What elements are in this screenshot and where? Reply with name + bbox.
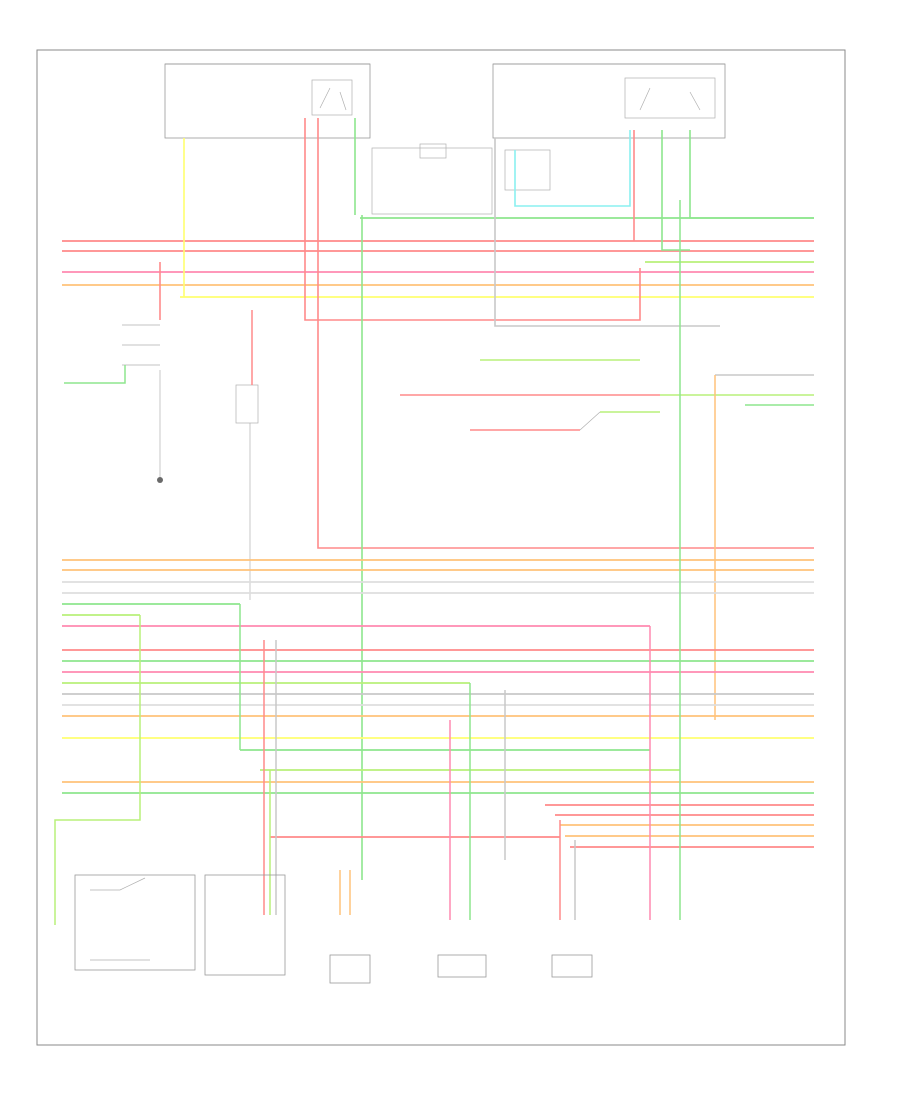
v-wire-red-left (304, 118, 641, 321)
bottom-components (74, 874, 593, 984)
relay-right-switch (639, 87, 701, 111)
clutch-switches (400, 359, 660, 431)
fuel-pressure-switch-box (74, 874, 196, 971)
v-wire-gray-right (494, 138, 720, 327)
v-wire-red-main (317, 118, 814, 549)
center-relay-coil (419, 143, 447, 159)
bus-wires-middle (62, 559, 814, 627)
relay-left-switch (319, 87, 347, 111)
bus-wires-top (62, 217, 814, 298)
speed-sensor-box (551, 954, 593, 978)
pcm-connector-box (204, 874, 286, 976)
v-wire-green-right-1 (661, 130, 690, 251)
throttle-position-box (329, 954, 371, 984)
power-relay-left (64, 262, 163, 483)
ground-left (157, 477, 163, 483)
v-wire-green-right-2 (689, 130, 814, 219)
fuse-box-right (492, 63, 726, 139)
wire-green-left-stub (64, 365, 126, 384)
relay-right (624, 77, 716, 119)
diagram-frame (36, 49, 846, 1046)
right-stubs (660, 374, 814, 720)
trans-sensor-box (437, 954, 487, 978)
inertia-switch (235, 310, 259, 600)
solenoid-top (504, 149, 551, 191)
vertical-wires-top (183, 118, 814, 880)
relay-left (311, 79, 353, 116)
bus-wires-bottom (62, 769, 814, 848)
bus-wires-lower (62, 649, 814, 751)
v-wire-cyan (514, 130, 631, 207)
vertical-wires-bottom (54, 200, 681, 925)
center-relay-box (371, 147, 493, 215)
fuse-box-left (164, 63, 371, 139)
